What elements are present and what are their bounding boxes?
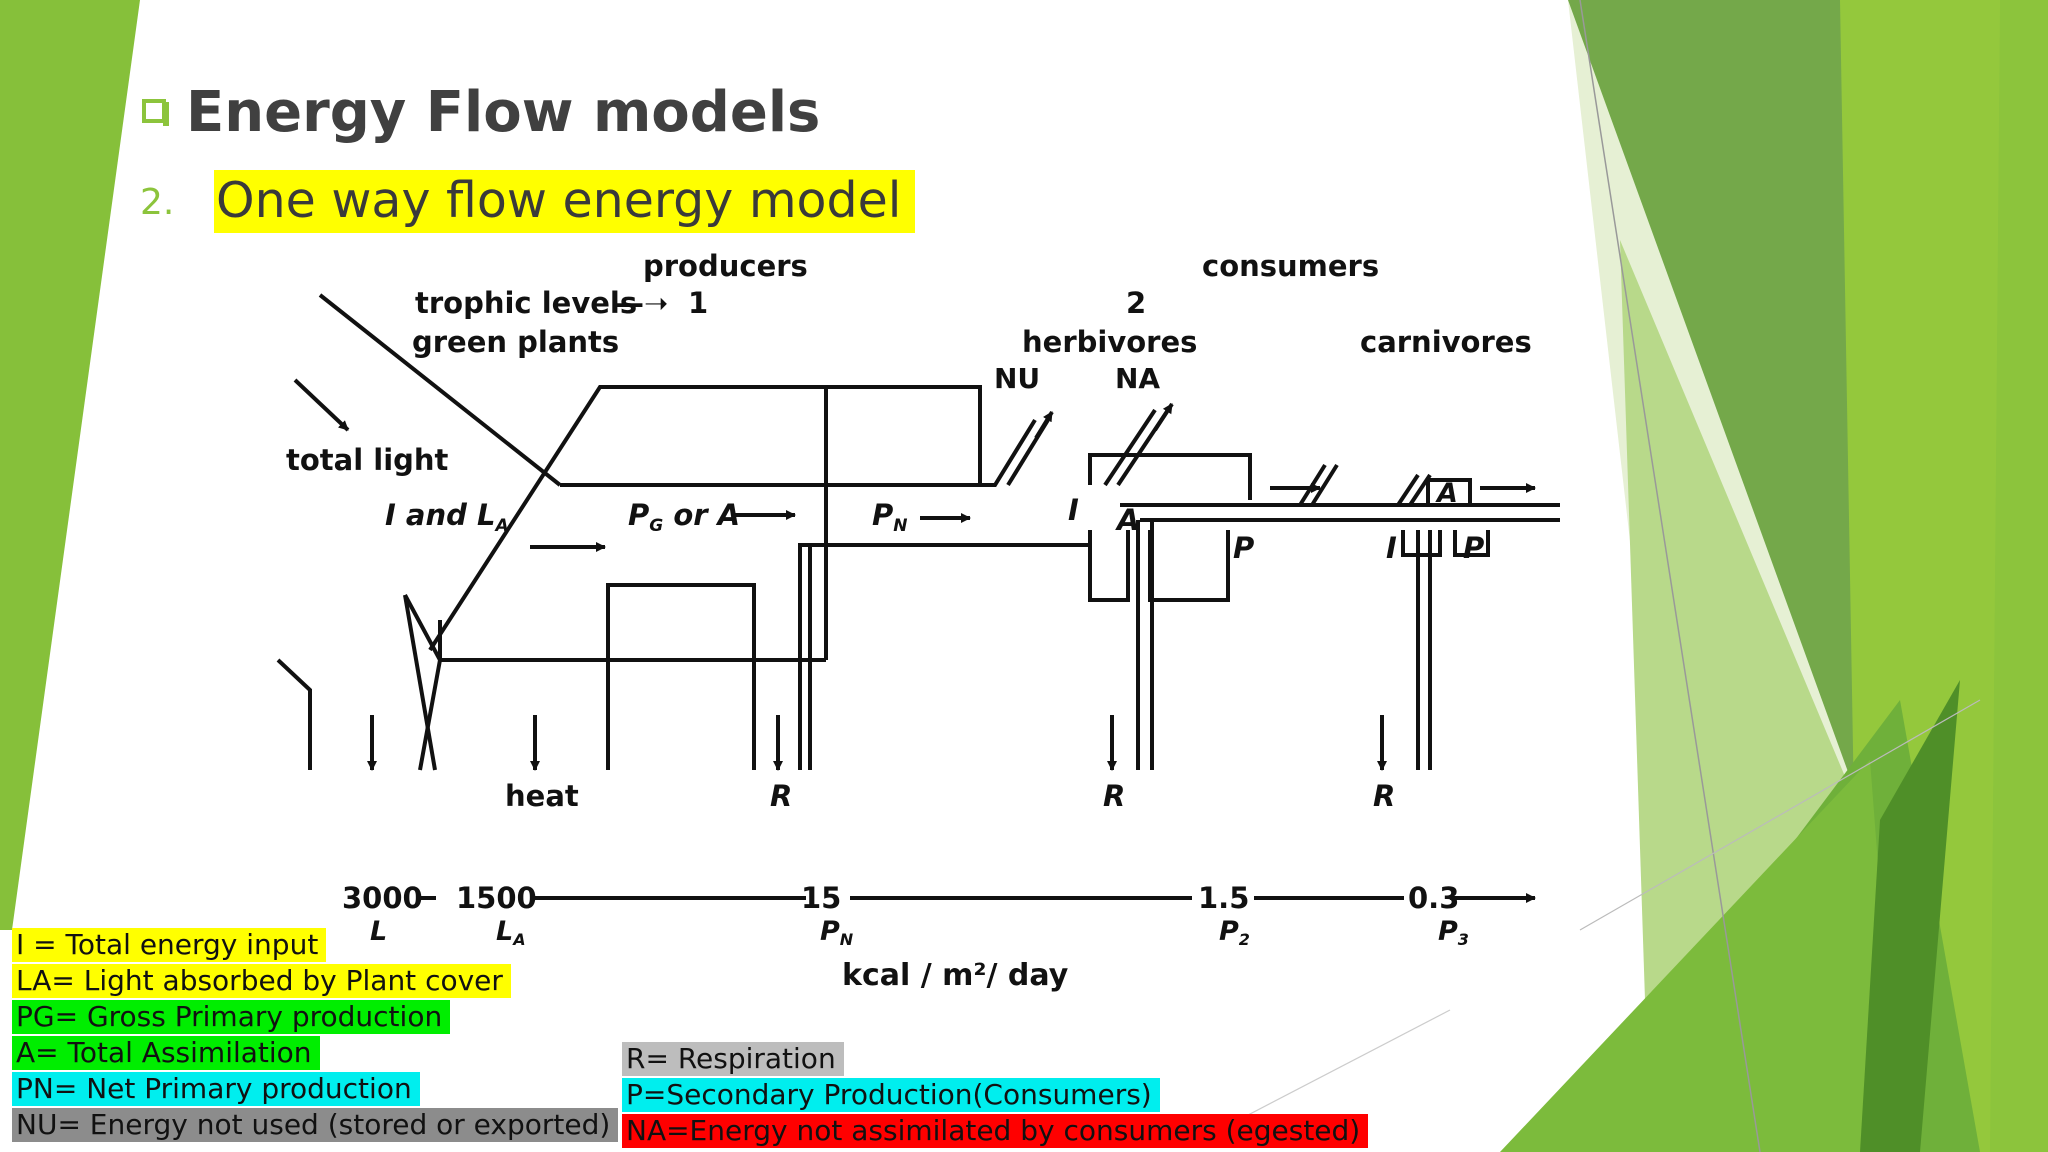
ground-line-left [276,658,312,770]
herbivore-p-block [1148,530,1230,602]
axis-value-1-5: 1.5 [1198,881,1249,915]
heat-label: heat [505,779,579,813]
carnivore-break-2 [1310,463,1339,507]
legend-item-light-absorbed: LA= Light absorbed by Plant cover [12,964,511,998]
na-arrow-line [1103,408,1157,487]
arrow-nu-head [1034,410,1054,440]
carnivore-p-block [1453,530,1490,557]
producer-block-bottom [438,620,826,662]
carnivore-i-block [1401,530,1442,557]
respiration-label-carnivore: R [1373,779,1395,813]
producer-flow-top [428,385,860,652]
green-plants-label: green plants [412,325,619,359]
axis-value-1500: 1500 [456,881,537,915]
axis-label-l: L [370,916,387,947]
carnivore-i-label: I [1386,531,1397,565]
nu-label: NU [994,362,1040,395]
carnivore-p-label: P [1463,531,1484,565]
thin-diagonal-line-1 [1579,0,1761,1152]
carnivore-a-block [1426,478,1472,505]
left-green-wedge [0,0,140,930]
carnivore-a-label: A [1435,478,1458,509]
page-title: Energy Flow models [186,80,821,145]
respiration-label-producer: R [770,779,792,813]
herbivore-p-label: P [1233,531,1254,565]
reflection-shape [403,594,443,771]
legend-item-total-assimilation: A= Total Assimilation [12,1036,320,1070]
light-input-line [318,293,562,487]
axis-value-3000: 3000 [342,881,423,915]
legend-item-total-energy: I = Total energy input [12,928,327,962]
right-dark-shard [1860,680,1960,1152]
pg-or-a-label: PG or A [628,498,740,536]
consumers-header: consumers [1202,249,1379,283]
trophic-level-2: 2 [1126,286,1146,320]
trophic-level-1: 1 [688,286,708,320]
subtitle-number: 2. [140,182,175,223]
herbivores-label: herbivores [1022,325,1197,359]
axis-label-la: LA [496,916,526,949]
legend-item-secondary-production: P=Secondary Production(Consumers) [622,1078,1160,1112]
producers-header: producers [643,249,808,283]
herbivore-i-label: I [1068,493,1079,527]
net-production-line [798,543,1088,770]
total-light-label: total light [286,443,449,477]
axis-label-p3: P3 [1438,916,1469,949]
right-edge-strip [1990,0,2048,1152]
trophic-levels-label: trophic levels [415,286,637,320]
axis-value-15: 15 [801,881,841,915]
axis-label-p2: P2 [1219,916,1250,949]
carnivores-label: carnivores [1360,325,1532,359]
legend-item-respiration: R= Respiration [622,1042,844,1076]
axis-value-0-3: 0.3 [1408,881,1459,915]
respiration-label-herbivore: R [1103,779,1125,813]
producer-flow-outline [560,385,982,487]
herbivore-upper-block [1088,453,1252,500]
i-and-la-label: I and LA [385,498,509,536]
legend-item-net-primary: PN= Net Primary production [12,1072,420,1106]
trophic-arrow: —➝ [615,286,668,320]
pn-label: PN [872,498,908,536]
legend-item-gross-primary: PG= Gross Primary production [12,1000,451,1034]
axis-unit-label: kcal / m²/ day [842,958,1069,993]
carnivore-break-3 [1396,473,1420,507]
right-green-panel-5 [1500,760,1900,1152]
legend-item-not-used: NU= Energy not used (stored or exported) [12,1108,619,1142]
carnivore-break-1 [1298,463,1327,507]
legend-item-not-assimilated: NA=Energy not assimilated by consumers (… [622,1114,1369,1148]
energy-flow-diagram: producers consumers trophic levels —➝ 1 … [276,249,1560,993]
total-light-arrow [293,378,350,432]
producer-respiration-block [606,583,756,770]
axis-label-pn: PN [820,916,854,949]
title-bullet-icon [142,99,169,126]
herbivore-lower-block [1088,530,1130,602]
thin-diagonal-line-2 [1579,699,1981,931]
herbivore-input-line [980,418,1037,487]
subtitle: One way flow energy model [214,170,916,233]
na-label: NA [1115,362,1160,395]
arrow-na-head [1153,402,1174,432]
reflection-shape-2 [403,594,437,771]
herbivore-a-label: A [1115,503,1139,537]
